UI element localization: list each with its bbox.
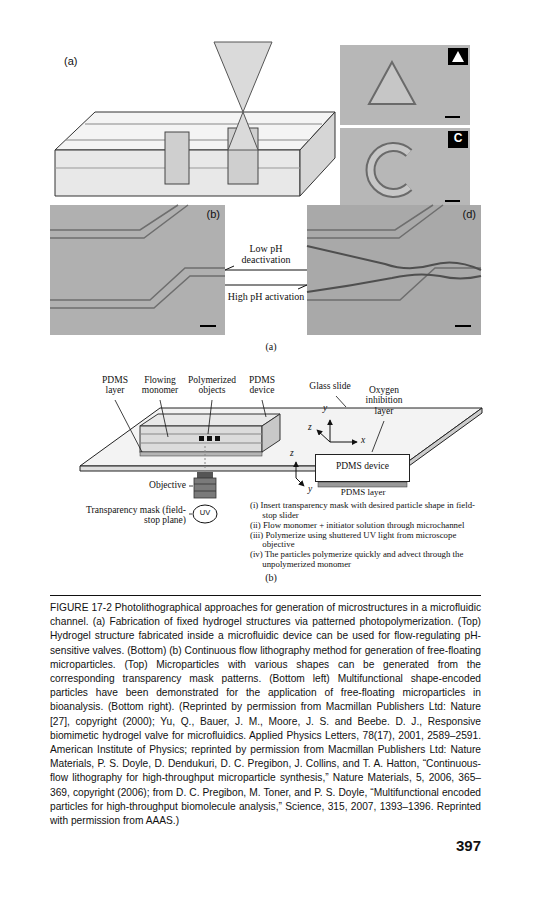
scale-bar <box>200 325 216 327</box>
axis-label: z <box>290 448 294 458</box>
micrograph-panel: (b) <box>50 205 225 335</box>
inset-box: PDMS device <box>315 454 410 482</box>
part-name: Objective <box>128 480 186 490</box>
swollen-hydrogel <box>307 274 481 292</box>
microchannel <box>140 443 262 444</box>
polymerized-particle <box>199 436 204 441</box>
part-name: PDMS layer <box>340 488 386 498</box>
axis-label: y <box>308 484 312 494</box>
part-name: Transparency mask (field-stop plane) <box>84 505 186 526</box>
uv-light-cone <box>228 112 258 150</box>
procedure-step: (iv) The particles polymerize quickly an… <box>250 550 482 570</box>
leader-line <box>189 514 192 515</box>
part-name: PDMS layer <box>95 375 135 396</box>
node-label: (b) <box>207 208 220 220</box>
scale-bar <box>445 116 460 118</box>
part-name: Flowing monomer <box>136 375 184 396</box>
triangle-symbol <box>452 51 464 62</box>
caption-rule <box>50 595 481 596</box>
arrow-label: Low pH deactivation <box>227 243 305 265</box>
panel-letter: (a) <box>256 341 286 352</box>
axis-arrow <box>317 430 330 442</box>
axis-arrow <box>330 442 357 443</box>
swollen-hydrogel <box>307 246 481 270</box>
node-label: PDMS device <box>336 460 389 471</box>
axis-label: x <box>361 435 365 445</box>
arrow-label: High pH activation <box>227 291 305 302</box>
device-top-face <box>55 112 335 150</box>
shape-tile <box>448 48 468 65</box>
harpoon-head <box>298 285 307 289</box>
objective-body <box>194 478 216 498</box>
axis-label: z <box>308 422 312 432</box>
microchannel <box>140 434 262 435</box>
c-particle <box>371 147 409 193</box>
axis-arrow <box>296 462 297 478</box>
micrograph <box>340 45 470 125</box>
c-particle <box>371 147 409 193</box>
leader-line <box>189 486 193 487</box>
polymerized-particle <box>207 436 212 441</box>
pdms-layer <box>140 452 262 456</box>
part-name: Oxygen inhibition layer <box>359 385 409 416</box>
scale-bar <box>455 325 471 327</box>
glass-slide-edge <box>402 408 482 471</box>
hydrogel-post <box>165 132 189 184</box>
channel-wall <box>50 205 188 238</box>
triangle-particle <box>369 62 415 104</box>
scale-bar <box>445 200 460 202</box>
harpoon-head <box>225 266 234 270</box>
reaction-arrow <box>225 266 307 270</box>
procedure-step: (iii) Polymerize using shuttered UV ligh… <box>250 531 482 551</box>
channel-wall <box>50 276 225 308</box>
objective-lens <box>197 472 213 478</box>
leader-line <box>336 396 346 407</box>
part-name: Glass slide <box>296 381 364 391</box>
objective-band <box>194 491 216 492</box>
device-side-face <box>300 112 335 196</box>
axis-label: y <box>323 403 327 413</box>
pdms-layer <box>318 482 407 487</box>
micrograph <box>307 205 481 335</box>
page-number: 397 <box>430 838 481 855</box>
node-label: (d) <box>463 208 476 220</box>
polymerized-particle <box>215 436 220 441</box>
arrow-shaft <box>225 285 307 286</box>
uv-label: UV <box>195 509 215 517</box>
micrograph-panel: (d) <box>307 205 481 335</box>
objective-band <box>194 484 216 485</box>
axis-arrow <box>296 478 304 486</box>
micrograph <box>340 128 470 210</box>
channel-wall <box>85 124 322 125</box>
leader-line <box>372 421 384 452</box>
procedure-step: (ii) Flow monomer + initiator solution t… <box>250 521 482 531</box>
leader-line <box>208 400 212 434</box>
shape-tile <box>448 131 468 148</box>
leader-line <box>115 400 142 452</box>
shape-code: C <box>448 132 468 145</box>
pdms-device-front <box>140 426 262 452</box>
axis-arrow <box>330 420 331 442</box>
uv-source <box>193 505 217 523</box>
panel-letter: (a) <box>64 55 77 67</box>
leader-line <box>262 400 266 417</box>
leader-line <box>160 400 168 437</box>
channel-wall <box>307 205 443 238</box>
channel-wall <box>307 268 481 300</box>
figure-caption: FIGURE 17-2 Photolithographical approach… <box>50 601 481 828</box>
channel-wall <box>50 268 225 300</box>
part-name: PDMS device <box>240 375 284 396</box>
arrow-shaft <box>225 270 307 271</box>
uv-light-cone <box>214 42 272 112</box>
reaction-arrow <box>225 285 307 289</box>
pdms-device-side <box>262 414 280 452</box>
procedure-step: (i) Insert transparency mask with desire… <box>250 501 482 521</box>
panel-letter: (b) <box>256 572 286 583</box>
part-name: Polymerized objects <box>184 375 240 396</box>
light-path <box>205 446 206 472</box>
micrograph <box>50 205 225 335</box>
